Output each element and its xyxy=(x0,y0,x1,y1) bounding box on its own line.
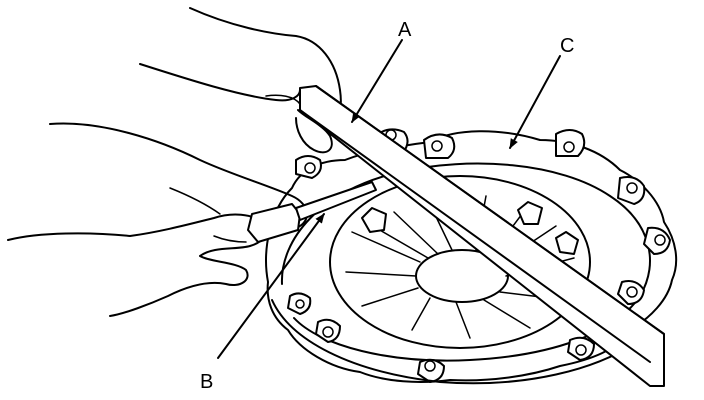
left-hand-outline xyxy=(7,213,267,317)
bolt-lug xyxy=(315,318,341,343)
spring-finger xyxy=(361,287,419,307)
spring-finger xyxy=(455,301,471,339)
bolt-lug xyxy=(617,176,646,205)
spring-finger xyxy=(345,271,417,277)
bolt-lug xyxy=(567,336,595,361)
callout-b-leader xyxy=(217,213,325,359)
spring-finger xyxy=(351,231,421,263)
callout-b-label: B xyxy=(200,371,213,393)
callout-a-leader xyxy=(351,39,403,123)
bolt-lug xyxy=(295,155,322,179)
spring-finger xyxy=(411,297,431,331)
feeler-gauge-holder xyxy=(247,203,301,243)
spring-finger xyxy=(483,299,531,329)
bolt-lug xyxy=(555,129,586,157)
bolt-lugs xyxy=(287,128,671,383)
straight-edge-top-edge xyxy=(315,85,665,335)
callout-c-label: C xyxy=(560,35,574,57)
callout-b: B xyxy=(200,213,325,393)
right-hand-finger-crease xyxy=(265,94,301,105)
feeler-gauge xyxy=(247,181,377,243)
left-hand-knuckle-crease xyxy=(169,187,221,215)
callout-c-leader xyxy=(509,55,561,149)
left-hand-knuckle-crease xyxy=(213,235,247,243)
bolt-lug xyxy=(617,280,645,305)
straight-edge xyxy=(299,85,665,387)
spring-finger xyxy=(393,211,439,255)
callout-c: C xyxy=(509,35,574,149)
right-hand xyxy=(139,7,342,154)
retaining-clip xyxy=(361,207,387,233)
retaining-clip xyxy=(555,231,579,255)
right-hand-palm xyxy=(139,63,301,102)
feeler-gauge-blade xyxy=(295,181,377,221)
bolt-lug xyxy=(287,292,312,315)
retaining-clips xyxy=(361,201,579,255)
bolt-lug xyxy=(643,226,671,255)
callout-a: A xyxy=(351,19,412,123)
cover-lower-rim xyxy=(271,299,649,385)
bolt-lug xyxy=(423,133,456,159)
callout-a-label: A xyxy=(398,19,412,41)
straight-edge-face-line xyxy=(299,109,651,363)
retaining-clip xyxy=(517,201,543,225)
